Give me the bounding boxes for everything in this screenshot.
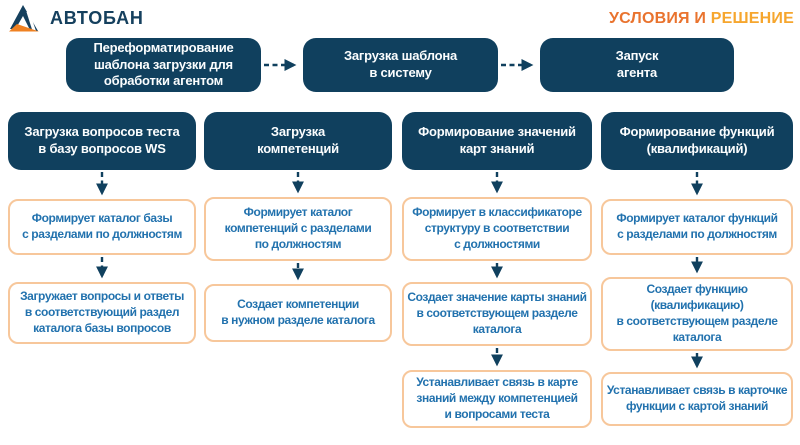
step-card: Устанавливает связь в карте знаний между… <box>402 370 592 428</box>
step-card: Создает функцию (квалификацию) в соответ… <box>601 277 793 351</box>
step-card: Создает значение карты знаний в соответс… <box>402 282 592 346</box>
step-card: Формирует каталог компетенций с разделам… <box>204 197 392 261</box>
top-flow-step-reformat-template: Переформатирование шаблона загрузки для … <box>66 38 261 92</box>
page-title-part1: УСЛОВИЯ И <box>609 10 707 27</box>
step-card: Создает компетенции в нужном разделе кат… <box>204 284 392 342</box>
top-flow-step-run-agent: Запуск агента <box>540 38 734 92</box>
column-header-functions: Формирование функций (квалификаций) <box>601 112 793 170</box>
step-card: Формирует каталог базы с разделами по до… <box>8 199 196 255</box>
autoban-logo-icon <box>9 5 39 32</box>
step-card: Формирует в классификаторе структуру в с… <box>402 197 592 261</box>
column-header-test-questions: Загрузка вопросов теста в базу вопросов … <box>8 112 196 170</box>
column-header-competencies: Загрузка компетенций <box>204 112 392 170</box>
column-header-knowledge-maps: Формирование значений карт знаний <box>402 112 592 170</box>
step-card: Формирует каталог функций с разделами по… <box>601 199 793 255</box>
step-card: Загружает вопросы и ответы в соответству… <box>8 282 196 344</box>
step-card: Устанавливает связь в карточке функции с… <box>601 372 793 426</box>
brand-logo: АВТОБАН <box>9 4 144 33</box>
brand-name: АВТОБАН <box>50 8 144 28</box>
page-title-part2: РЕШЕНИЕ <box>710 10 794 27</box>
page-title: УСЛОВИЯ И РЕШЕНИЕ <box>609 10 794 28</box>
top-flow-step-upload-template: Загрузка шаблона в систему <box>303 38 498 92</box>
